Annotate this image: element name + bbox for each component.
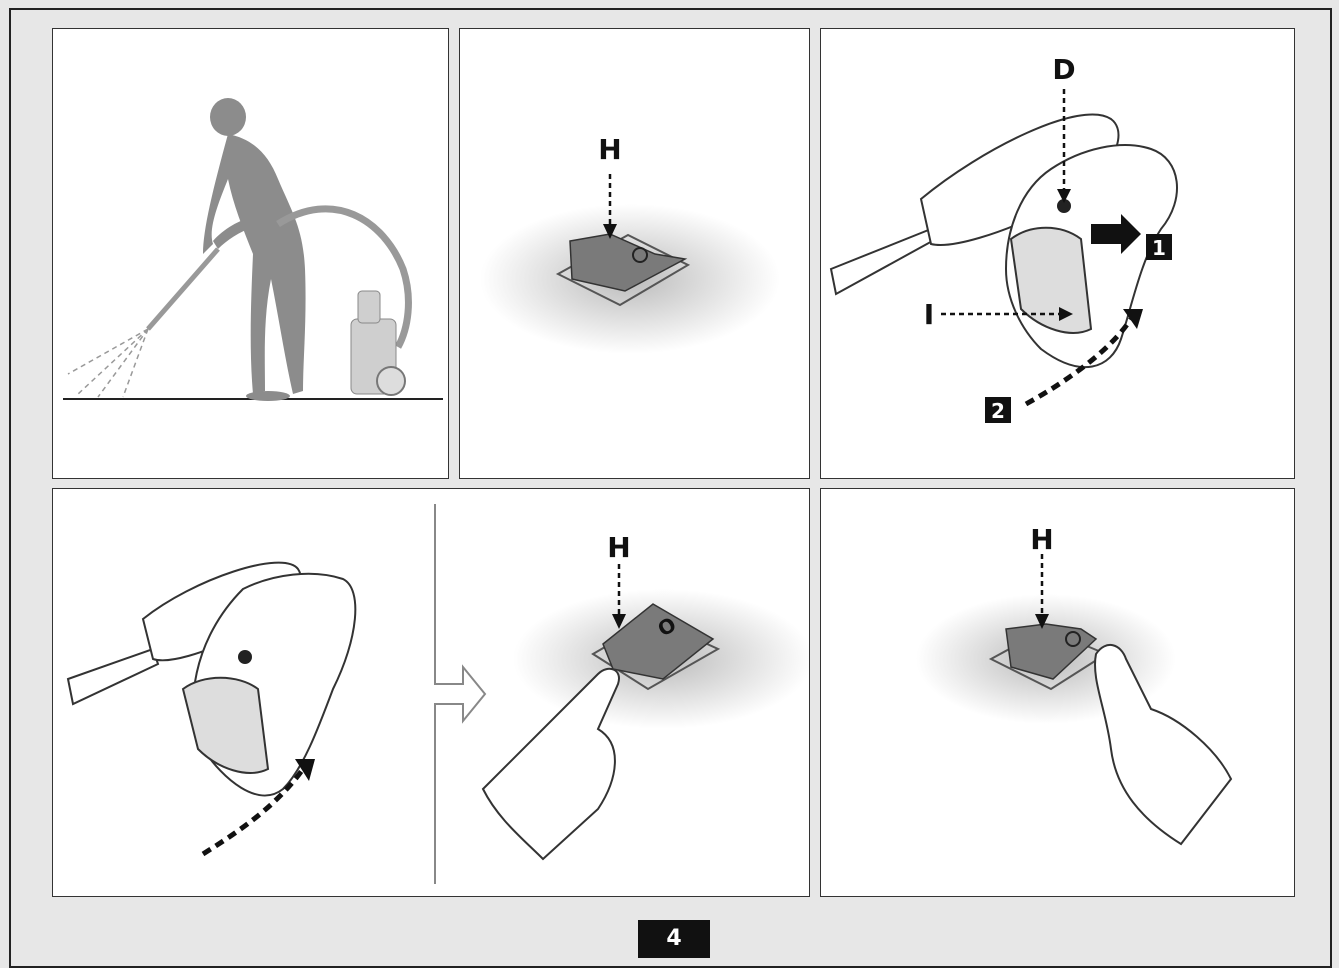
spray-gun — [66, 561, 357, 797]
spray-gun — [829, 113, 1178, 368]
finger-pressing-switch — [1094, 644, 1233, 846]
sequence-arrow — [434, 504, 487, 884]
pull-trigger-arrow — [201, 767, 306, 857]
page-number-badge: 4 — [638, 920, 710, 958]
panel-trigger-release: D 1 I 2 — [820, 28, 1295, 479]
label-h: H — [598, 133, 621, 166]
spray-jet — [67, 328, 149, 398]
step-2-badge — [985, 397, 1011, 423]
step-2-label: 2 — [991, 399, 1005, 423]
rocker-switch-on: O — [602, 603, 715, 680]
trigger-release-illustration: D 1 I 2 — [829, 53, 1178, 423]
panel-main-switch: H — [459, 28, 810, 479]
label-h: H — [1030, 523, 1053, 556]
safety-catch — [1057, 199, 1071, 213]
rocker-switch-off — [1005, 623, 1098, 680]
switch-off-illustration: H — [916, 523, 1233, 846]
panel-operator-spraying — [52, 28, 449, 479]
panel-switch-off: H — [820, 488, 1295, 897]
pull-arrow-2 — [1024, 317, 1134, 407]
switch-on-illustration: O H — [66, 504, 809, 884]
spray-lance — [146, 247, 220, 331]
main-switch-illustration: H — [480, 133, 780, 354]
finger-pressing-switch — [481, 667, 620, 861]
step-1-badge — [1146, 234, 1172, 260]
pressure-washer-unit — [350, 290, 406, 396]
step-1-label: 1 — [1152, 236, 1166, 260]
operator-silhouette — [203, 98, 306, 401]
label-i: I — [924, 298, 934, 331]
label-d: D — [1052, 53, 1075, 86]
push-arrow-1 — [1091, 214, 1141, 254]
panel-switch-on: O H — [52, 488, 810, 897]
label-h: H — [607, 531, 630, 564]
operator-spraying-illustration — [63, 98, 443, 401]
safety-catch — [238, 650, 252, 664]
hose — [276, 205, 412, 349]
